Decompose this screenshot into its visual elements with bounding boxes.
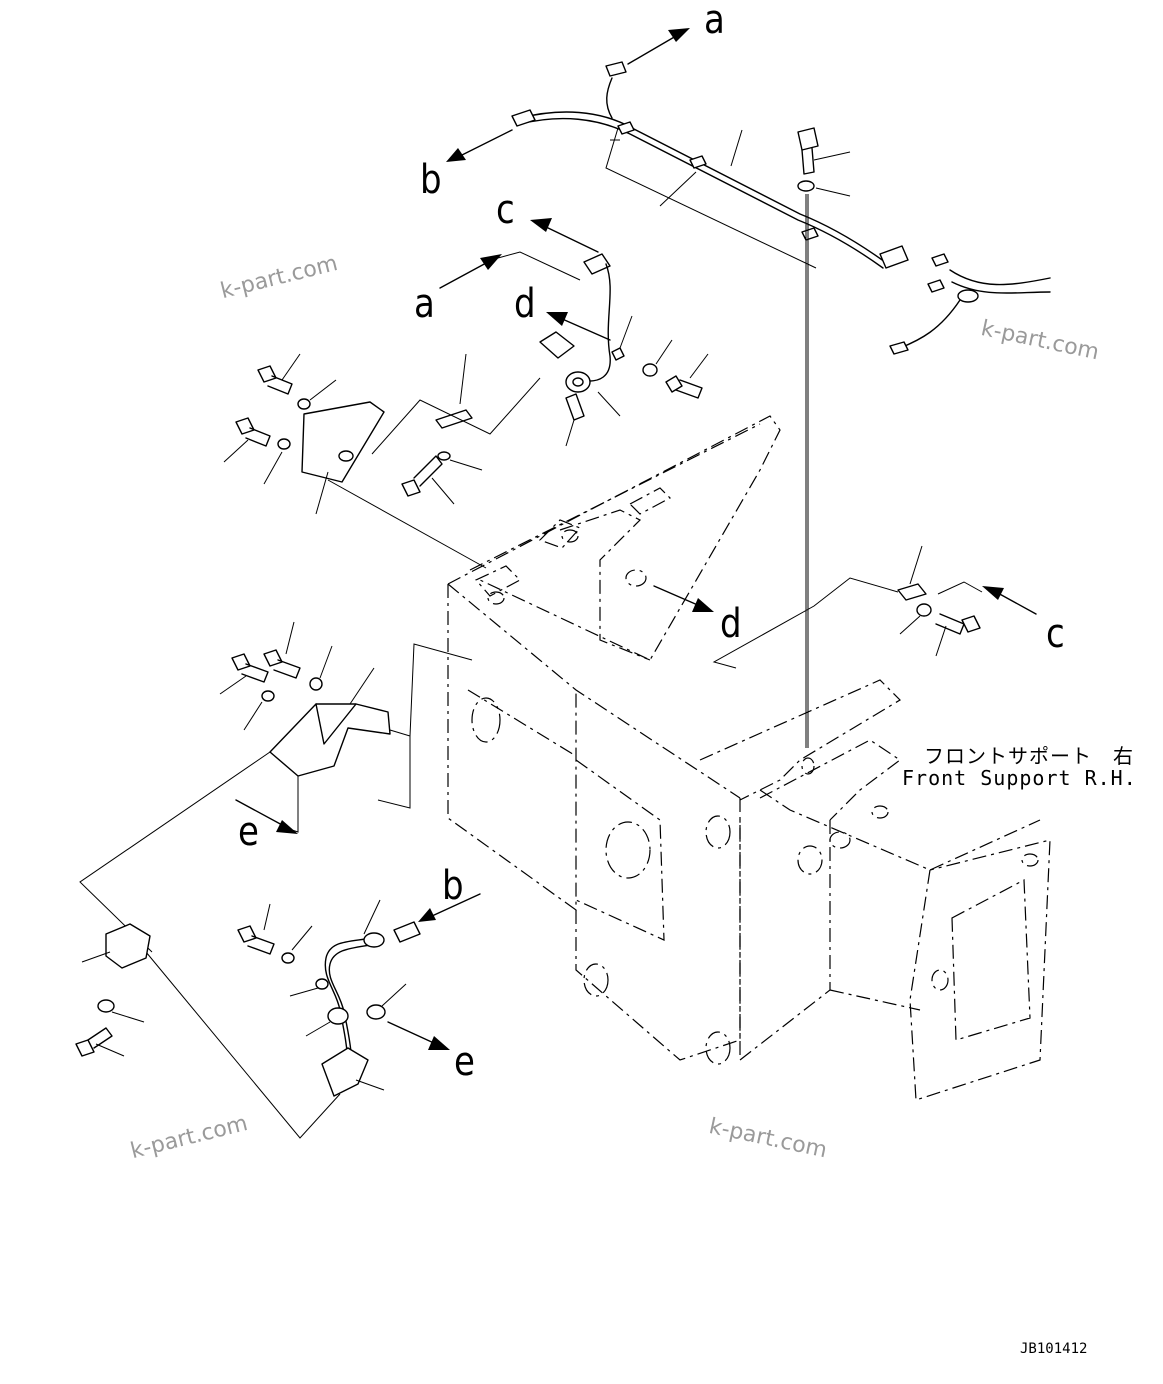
sensor-bottom xyxy=(237,899,421,1097)
harness-end-right xyxy=(889,253,1051,355)
part-label-english: Front Support R.H. xyxy=(902,766,1137,790)
arrow-e-left xyxy=(235,799,298,834)
ref-letter-a-top: a xyxy=(704,0,725,43)
arrow-d-right xyxy=(653,585,714,612)
arrow-c-right xyxy=(937,581,1037,615)
small-bracket-bottom-left xyxy=(75,923,151,1057)
bolt-washer-mid-right xyxy=(642,339,709,399)
ref-letter-b-top: b xyxy=(420,157,442,203)
arrow-b-top xyxy=(446,129,513,162)
bolt-top-right xyxy=(797,127,851,748)
bolt-center xyxy=(401,451,483,505)
ref-letter-a-mid: a xyxy=(414,281,435,327)
arrow-c-top xyxy=(530,218,599,253)
front-support-frame xyxy=(447,415,1051,1101)
drawing-code: JB101412 xyxy=(1020,1341,1088,1357)
leader-bracket-frame xyxy=(327,479,487,569)
arrow-b-bottom xyxy=(418,893,481,922)
arrow-d-mid xyxy=(546,312,611,341)
ref-letter-c-right: c xyxy=(1046,611,1065,657)
sensor-mid xyxy=(539,253,633,447)
bracket-upper-left xyxy=(223,353,541,515)
arrow-a-mid xyxy=(439,251,581,289)
arrow-e-bottom xyxy=(387,1021,450,1050)
arrow-a-top xyxy=(627,28,690,65)
top-wire-harness xyxy=(511,61,909,269)
part-label-japanese: フロントサポート 右 xyxy=(924,744,1134,768)
ref-letter-e-left: e xyxy=(238,809,259,855)
ref-letter-d-mid: d xyxy=(514,281,536,327)
leader-sensor-bottom xyxy=(145,951,341,1139)
ref-letter-d-right: d xyxy=(720,601,742,647)
ref-letter-c-top: c xyxy=(496,187,515,233)
bracket-mid-left xyxy=(219,621,473,833)
ref-letter-b-bottom: b xyxy=(442,863,464,909)
clip-right xyxy=(712,545,981,669)
ref-letter-e-bottom: e xyxy=(454,1039,475,1085)
